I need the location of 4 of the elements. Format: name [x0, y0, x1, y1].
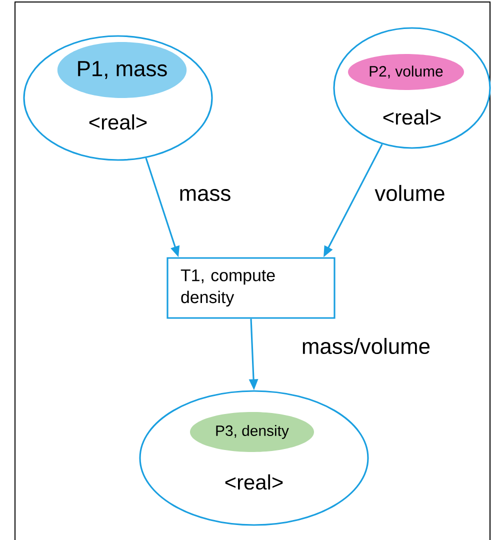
- process-box: T1, compute density: [166, 257, 336, 319]
- edge-label: mass/volume: [300, 336, 432, 356]
- edge-label: volume: [374, 184, 446, 202]
- edge-label: mass: [178, 188, 232, 202]
